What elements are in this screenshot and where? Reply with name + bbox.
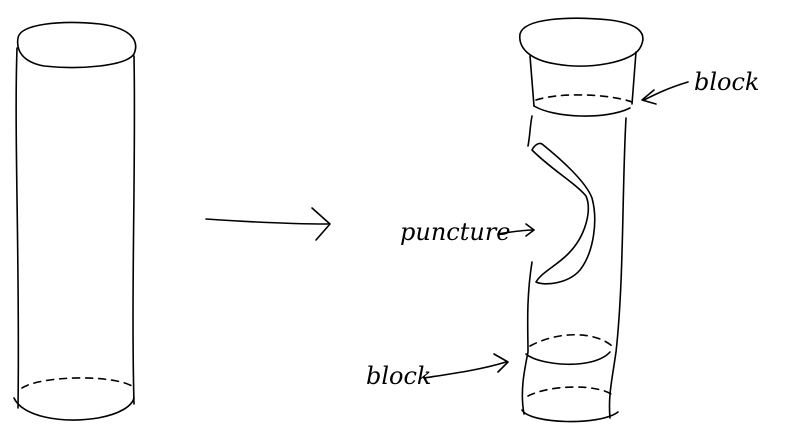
modified-top-ellipse: [520, 18, 643, 66]
bottom-block-back: [530, 335, 612, 346]
annotation-block-bottom: block: [366, 354, 508, 390]
puncture-hole: [532, 143, 595, 283]
cylinder-right-wall: [133, 56, 134, 404]
arrow-block-bottom: [424, 362, 506, 378]
bottom-end-front: [522, 410, 618, 422]
top-block-back: [536, 95, 632, 102]
label-block-bottom: block: [366, 362, 431, 390]
arrow-block-top: [644, 82, 688, 100]
top-block-front: [534, 106, 630, 116]
annotation-puncture: puncture: [400, 218, 534, 246]
cylinder-left-wall: [16, 48, 18, 408]
cylinder-bottom-front: [14, 398, 134, 420]
annotation-block-top: block: [642, 68, 759, 104]
label-block-top: block: [694, 68, 759, 96]
cylinder-bottom-back: [22, 378, 132, 388]
bottom-block-front: [526, 352, 610, 364]
bottom-end-back: [528, 387, 614, 396]
modified-cylinder: [520, 18, 643, 421]
transform-arrow: [206, 208, 330, 240]
cylinder-top-ellipse: [18, 23, 136, 68]
plain-cylinder: [14, 23, 136, 420]
label-puncture: puncture: [400, 218, 511, 246]
